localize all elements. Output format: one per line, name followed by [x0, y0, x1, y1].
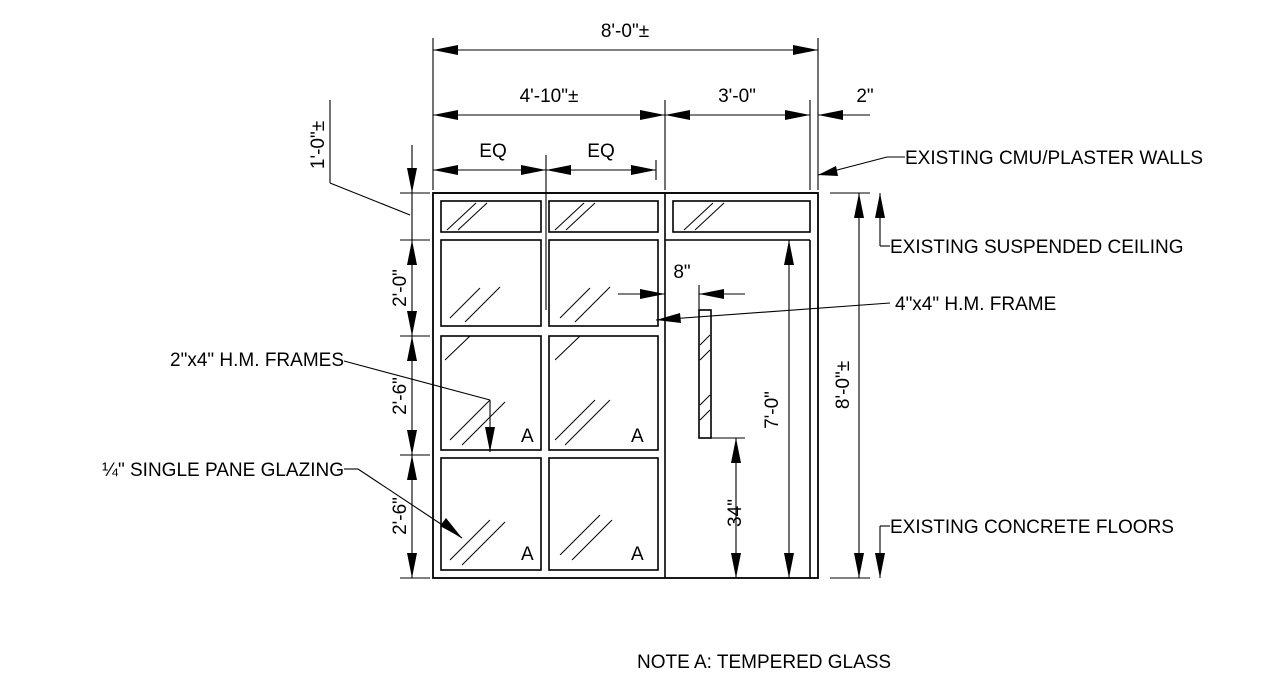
- pane-r1-c1: [440, 239, 542, 327]
- pane-mark-a: A: [521, 426, 534, 447]
- pane-r3-c1: [440, 457, 542, 571]
- callout-concrete-floors: EXISTING CONCRETE FLOORS: [890, 517, 1174, 538]
- horizontal-dimensions: 8'-0"± 4'-10"± 3'-0" 2" EQ EQ 8": [432, 21, 874, 310]
- row3-height-dimension: 2'-6": [390, 497, 411, 535]
- pane-r2-c1: [440, 335, 542, 451]
- vertical-dimensions-left: 1'-0"± 2'-0" 2'-6" 2'-6": [308, 100, 430, 579]
- pane-marks: A A A A: [521, 426, 644, 565]
- callout-suspended-ceiling: EXISTING SUSPENDED CEILING: [890, 237, 1184, 258]
- pane-grid: [440, 200, 811, 571]
- callout-cmu-walls: EXISTING CMU/PLASTER WALLS: [905, 148, 1203, 169]
- transom-height-dimension: 1'-0"±: [308, 121, 329, 169]
- door-height-dimension: 7'-0": [762, 391, 783, 429]
- glass-hatching: [444, 202, 725, 566]
- callouts: EXISTING CMU/PLASTER WALLS EXISTING SUSP…: [102, 148, 1203, 578]
- left-section-width-dimension: 4'-10"±: [520, 86, 579, 107]
- pane-r1-c2: [548, 239, 659, 327]
- transom-pane-3: [672, 200, 811, 233]
- vertical-dimensions-right: 34" 7'-0" 8'-0"±: [699, 192, 870, 579]
- eq-dimension-right: EQ: [587, 141, 614, 162]
- callout-single-pane-glazing: ¼" SINGLE PANE GLAZING: [102, 460, 344, 481]
- pane-mark-a: A: [631, 544, 644, 565]
- wall-gap-dimension: 2": [856, 86, 873, 107]
- door-width-dimension: 3'-0": [718, 86, 756, 107]
- pane-mark-a: A: [521, 544, 534, 565]
- sidelite-sill-dimension: 34": [725, 499, 746, 527]
- transom-pane-2: [548, 200, 659, 233]
- pane-mark-a: A: [631, 426, 644, 447]
- pane-r3-c2: [548, 457, 659, 571]
- outer-frame: [432, 192, 819, 579]
- row1-height-dimension: 2'-0": [390, 269, 411, 307]
- callout-2x4-hm-frames: 2"x4" H.M. FRAMES: [170, 350, 344, 371]
- note-tempered-glass: NOTE A: TEMPERED GLASS: [637, 652, 891, 673]
- row2-height-dimension: 2'-6": [390, 377, 411, 415]
- sidelite-offset-dimension: 8": [673, 262, 690, 283]
- overall-width-dimension: 8'-0"±: [601, 21, 649, 42]
- transom-pane-1: [440, 200, 542, 233]
- eq-dimension-left: EQ: [479, 141, 506, 162]
- callout-4x4-hm-frame: 4"x4" H.M. FRAME: [895, 294, 1056, 315]
- overall-height-dimension: 8'-0"±: [833, 361, 854, 409]
- pane-r2-c2: [548, 335, 659, 451]
